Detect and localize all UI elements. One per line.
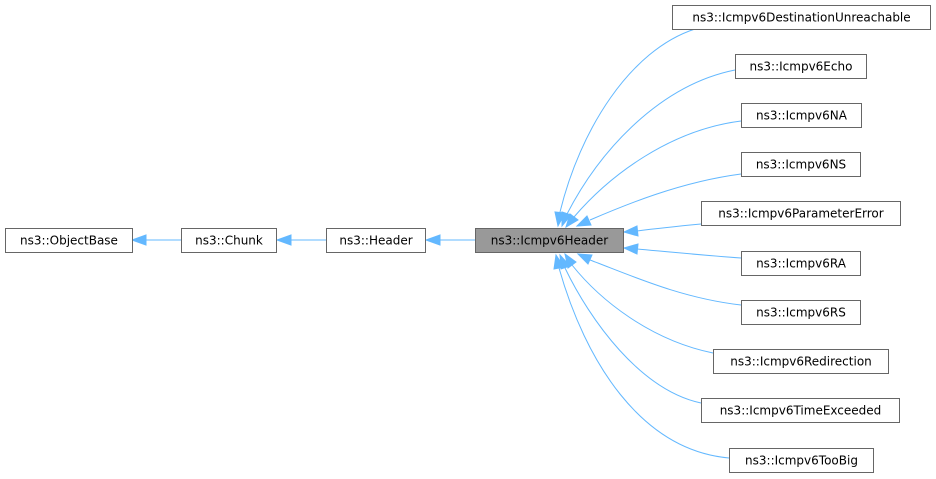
- class-node-label: ns3::Icmpv6TimeExceeded: [720, 404, 882, 418]
- class-node-label: ns3::Chunk: [195, 234, 263, 248]
- arrowhead-icon: [424, 234, 441, 246]
- class-node-label: ns3::ObjectBase: [20, 234, 118, 248]
- class-node-toobig[interactable]: ns3::Icmpv6TooBig: [729, 448, 874, 473]
- arrowhead-icon: [275, 234, 292, 246]
- edge-rs-to-icmpv6header: [576, 253, 742, 306]
- arrowhead-icon: [576, 253, 593, 265]
- edge-ra-to-icmpv6header: [622, 243, 742, 259]
- class-node-header[interactable]: ns3::Header: [326, 228, 426, 253]
- class-node-label: ns3::Header: [339, 234, 412, 248]
- class-node-rs[interactable]: ns3::Icmpv6RS: [741, 300, 861, 325]
- arrowhead-icon: [561, 211, 572, 228]
- class-node-chunk[interactable]: ns3::Chunk: [181, 228, 277, 253]
- edge-header-to-chunk: [275, 234, 326, 246]
- class-node-na[interactable]: ns3::Icmpv6NA: [741, 103, 862, 128]
- edge-toobig-to-icmpv6header: [553, 253, 730, 459]
- class-node-label: ns3::Icmpv6NS: [756, 158, 846, 172]
- class-node-label: ns3::Icmpv6Redirection: [730, 355, 872, 369]
- class-node-destunreach[interactable]: ns3::Icmpv6DestinationUnreachable: [672, 5, 931, 30]
- class-node-label: ns3::Icmpv6RA: [756, 257, 847, 271]
- edge-paramerror-to-icmpv6header: [622, 223, 702, 237]
- class-node-timeexceeded[interactable]: ns3::Icmpv6TimeExceeded: [701, 398, 900, 423]
- class-node-label: ns3::Icmpv6Header: [491, 234, 609, 248]
- class-node-ns[interactable]: ns3::Icmpv6NS: [741, 152, 861, 177]
- edge-ns-to-icmpv6header: [575, 173, 742, 227]
- arrowhead-icon: [575, 215, 592, 227]
- arrowhead-icon: [622, 243, 639, 255]
- arrowhead-icon: [130, 234, 147, 246]
- arrowhead-icon: [622, 225, 639, 237]
- edge-chunk-to-objectbase: [130, 234, 181, 246]
- edge-icmpv6header-to-header: [424, 234, 475, 246]
- class-node-label: ns3::Icmpv6ParameterError: [718, 207, 884, 221]
- class-node-label: ns3::Icmpv6NA: [756, 109, 848, 123]
- edge-redirection-to-icmpv6header: [564, 252, 714, 354]
- edge-na-to-icmpv6header: [565, 120, 742, 229]
- class-node-redirection[interactable]: ns3::Icmpv6Redirection: [713, 349, 889, 374]
- class-node-paramerror[interactable]: ns3::Icmpv6ParameterError: [701, 201, 901, 226]
- edge-echo-to-icmpv6header: [561, 69, 736, 228]
- edge-destunreach-to-icmpv6header: [554, 28, 696, 228]
- class-node-label: ns3::Icmpv6DestinationUnreachable: [692, 11, 910, 25]
- class-node-label: ns3::Icmpv6TooBig: [745, 454, 858, 468]
- arrowhead-icon: [553, 253, 565, 270]
- arrowhead-icon: [565, 213, 579, 229]
- class-node-ra[interactable]: ns3::Icmpv6RA: [741, 251, 861, 276]
- class-node-objectbase[interactable]: ns3::ObjectBase: [5, 228, 133, 253]
- class-node-echo[interactable]: ns3::Icmpv6Echo: [735, 54, 867, 79]
- class-node-icmpv6header: ns3::Icmpv6Header: [475, 228, 624, 253]
- class-node-label: ns3::Icmpv6RS: [756, 306, 846, 320]
- class-node-label: ns3::Icmpv6Echo: [750, 60, 853, 74]
